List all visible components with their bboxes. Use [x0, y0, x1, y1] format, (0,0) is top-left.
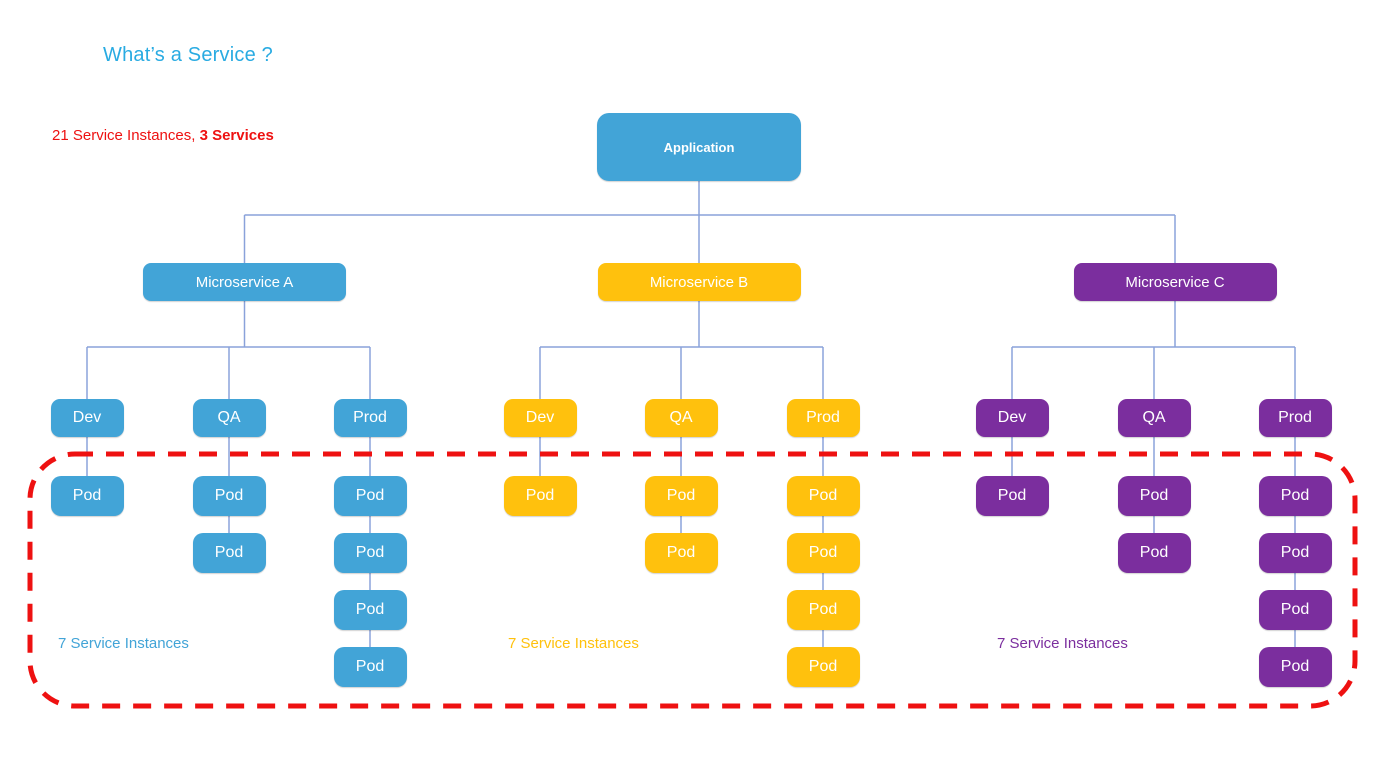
legend-bold-text: 3 Services: [199, 127, 274, 144]
page-title: What’s a Service ?: [103, 44, 273, 66]
legend-normal-text: 21 Service Instances,: [52, 127, 200, 144]
highlight-dashed-box: [27, 451, 1358, 709]
instance-count-legend: 21 Service Instances, 3 Services: [52, 127, 274, 144]
